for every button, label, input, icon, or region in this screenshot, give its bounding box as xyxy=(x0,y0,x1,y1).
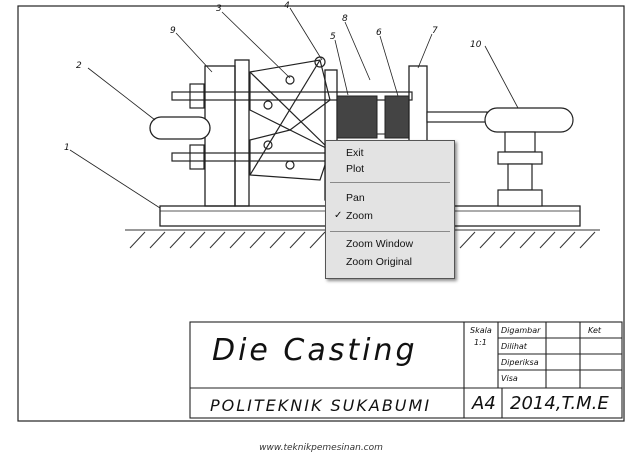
menu-item-exit[interactable]: Exit xyxy=(346,147,364,159)
title-block-row: Diperiksa xyxy=(501,358,539,367)
menu-item-zoom-original[interactable]: Zoom Original xyxy=(346,256,412,268)
die-half-moving xyxy=(336,95,378,139)
leader-lines xyxy=(69,7,519,209)
rear-plate xyxy=(204,65,236,207)
date-code: 2014,T.M.E xyxy=(510,393,609,414)
scale-label: Skala xyxy=(470,326,492,335)
sheet-border xyxy=(17,5,625,422)
title-block-row: Dilihat xyxy=(501,342,527,351)
drawing-title: Die Casting xyxy=(212,333,418,368)
menu-item-plot[interactable]: Plot xyxy=(346,163,365,175)
part-number-1: 1 xyxy=(64,143,70,153)
context-menu[interactable]: Exit Plot Pan ✓ Zoom Zoom Window Zoom Or… xyxy=(325,140,455,279)
part-number-5: 5 xyxy=(330,32,336,42)
menu-separator xyxy=(330,231,450,232)
title-block-row: Digambar xyxy=(501,326,541,335)
part-number-8: 8 xyxy=(342,14,348,24)
part-number-10: 10 xyxy=(470,40,482,50)
menu-item-zoom[interactable]: Zoom xyxy=(346,210,373,222)
hydraulic-cylinder xyxy=(149,116,211,140)
part-number-3: 3 xyxy=(216,4,222,14)
die-half-fixed xyxy=(384,95,410,139)
title-block-row: Visa xyxy=(501,374,518,383)
part-number-9: 9 xyxy=(170,26,176,36)
menu-separator xyxy=(330,182,450,183)
scale-value: 1:1 xyxy=(474,338,487,347)
paper-size: A4 xyxy=(472,393,496,414)
ket-label: Ket xyxy=(588,326,602,335)
menu-item-zoom-window[interactable]: Zoom Window xyxy=(346,238,414,250)
part-number-2: 2 xyxy=(76,61,82,71)
title-block-grid xyxy=(189,321,623,419)
menu-item-pan[interactable]: Pan xyxy=(346,192,365,204)
checkmark-icon: ✓ xyxy=(334,210,343,221)
part-number-6: 6 xyxy=(376,28,382,38)
injection-unit xyxy=(426,107,574,207)
part-number-4: 4 xyxy=(284,1,290,11)
footer-url: www.teknikpemesinan.com xyxy=(259,443,383,453)
school-name: POLITEKNIK SUKABUMI xyxy=(210,396,432,415)
part-number-7: 7 xyxy=(432,26,438,36)
